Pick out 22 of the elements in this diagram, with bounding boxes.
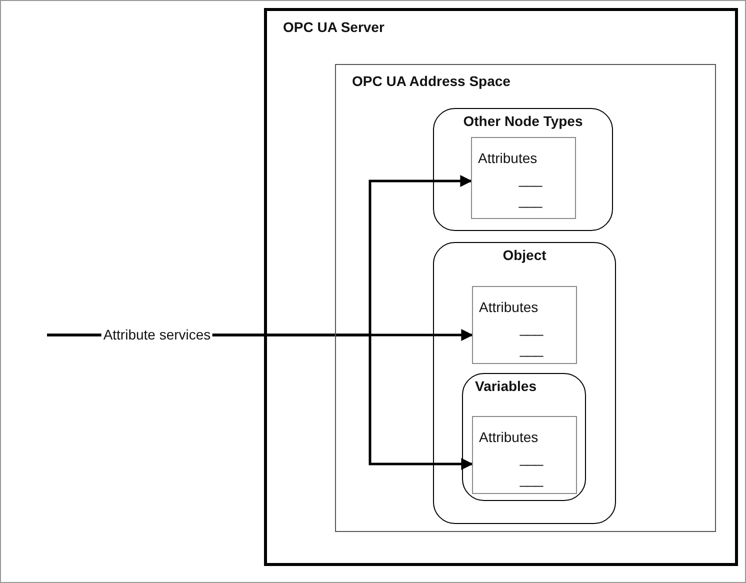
box-title: OPC UA Server xyxy=(283,18,384,37)
attributes-box xyxy=(472,416,577,494)
attributes-box xyxy=(471,137,576,219)
attributes-label: Attributes xyxy=(478,428,538,447)
attributes-box xyxy=(472,286,577,364)
placeholder-line: ___ xyxy=(518,340,544,359)
address-space-box xyxy=(335,64,716,532)
server-box xyxy=(264,8,738,566)
box-title: Variables xyxy=(475,377,536,396)
node-type-box xyxy=(433,242,616,524)
placeholder-line: ___ xyxy=(518,191,542,210)
placeholder-line: ___ xyxy=(518,449,544,468)
box-title: Other Node Types xyxy=(462,112,584,131)
attributes-label: Attributes xyxy=(478,298,538,317)
node-type-box xyxy=(462,373,586,501)
box-title: Object xyxy=(502,246,548,265)
placeholder-line: ___ xyxy=(518,170,542,189)
placeholder-line: ___ xyxy=(518,470,544,489)
placeholder-line: ___ xyxy=(518,319,544,338)
attributes-label: Attributes xyxy=(477,149,538,168)
box-title: OPC UA Address Space xyxy=(352,72,510,91)
node-type-box xyxy=(433,108,613,231)
